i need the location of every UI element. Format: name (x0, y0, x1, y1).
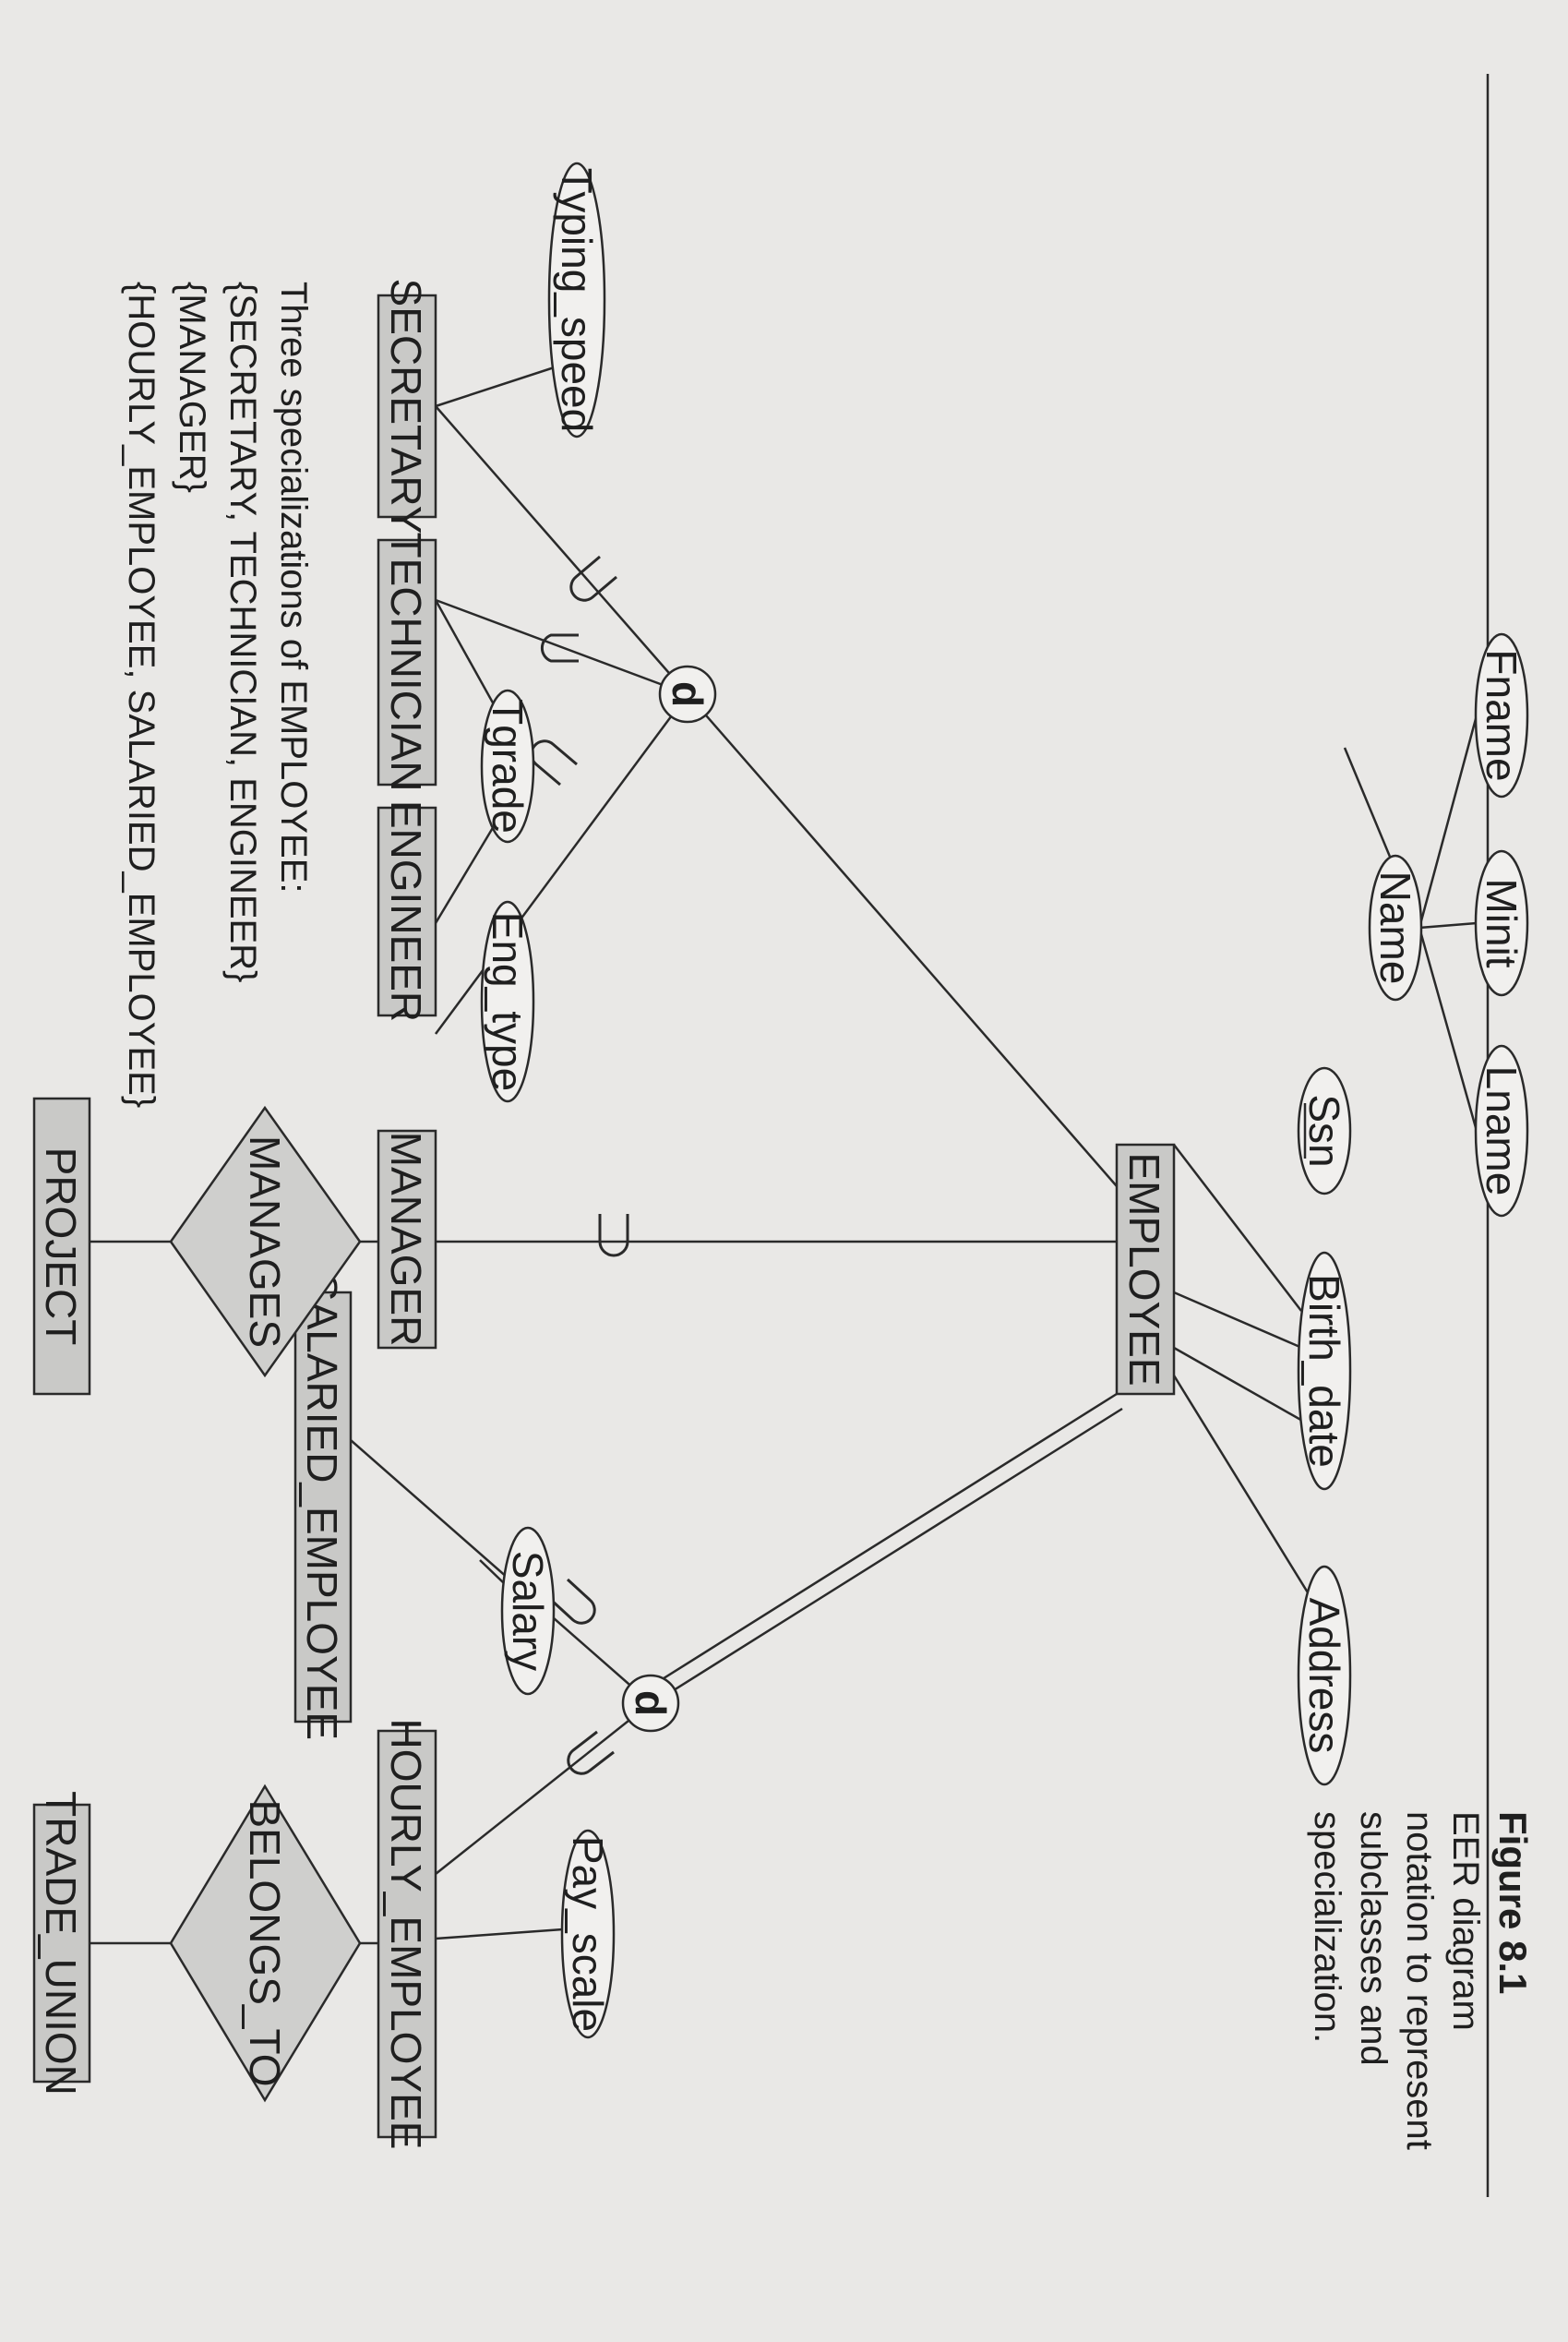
attribute-typing-speed: Typing_speed (547, 162, 606, 438)
specialization-circle-job: d (658, 665, 717, 724)
svg-text:d: d (664, 681, 712, 707)
entity-engineer: ENGINEER (377, 800, 437, 1022)
attribute-tgrade: Tgrade (480, 689, 535, 844)
svg-text:TRADE_UNION: TRADE_UNION (37, 1791, 85, 2096)
svg-text:Lname: Lname (1478, 1066, 1526, 1196)
svg-text:Minit: Minit (1478, 878, 1526, 967)
attribute-eng-type: Eng_type (480, 900, 535, 1103)
caption-line-1: EER diagram (1445, 1811, 1486, 2031)
svg-text:Eng_type: Eng_type (484, 912, 532, 1091)
relationship-manages: MANAGES (169, 1105, 362, 1378)
entity-manager: MANAGER (377, 1129, 437, 1350)
svg-text:Pay_scale: Pay_scale (564, 1836, 612, 2032)
figure-caption: Figure 8.1 EER diagram notation to repre… (1307, 1811, 1535, 2150)
caption-line-4: specialization. (1307, 1811, 1347, 2043)
entity-technician: TECHNICIAN (377, 532, 437, 792)
entity-secretary: SECRETARY (377, 279, 437, 534)
svg-text:BELONGS_TO: BELONGS_TO (241, 1799, 289, 2086)
relationship-belongs-to: BELONGS_TO (169, 1784, 362, 2103)
caption-line-2: notation to represent (1399, 1811, 1440, 2150)
entity-salaried-employee: SALARIED_EMPLOYEE (293, 1273, 353, 1740)
svg-text:MANAGES: MANAGES (241, 1135, 289, 1348)
svg-text:PROJECT: PROJECT (37, 1147, 85, 1346)
svg-text:d: d (627, 1690, 675, 1716)
svg-text:Name: Name (1371, 871, 1419, 985)
attribute-pay-scale: Pay_scale (560, 1829, 616, 2039)
caption-line-3: subclasses and (1353, 1811, 1394, 2066)
attribute-salary: Salary (500, 1526, 556, 1696)
svg-text:Ssn: Ssn (1300, 1094, 1348, 1167)
svg-text:Tgrade: Tgrade (484, 699, 532, 834)
attribute-fname: Fname (1474, 632, 1529, 799)
svg-text:SALARIED_EMPLOYEE: SALARIED_EMPLOYEE (298, 1273, 346, 1740)
note-line-3: {MANAGER} (172, 282, 212, 493)
attribute-ssn: Ssn (1297, 1066, 1352, 1195)
svg-text:Fname: Fname (1478, 649, 1526, 781)
note-line-2: {SECRETARY, TECHNICIAN, ENGINEER} (222, 282, 263, 982)
attribute-lname: Lname (1474, 1044, 1529, 1218)
svg-text:Typing_speed: Typing_speed (553, 168, 601, 432)
svg-text:HOURLY_EMPLOYEE: HOURLY_EMPLOYEE (382, 1719, 430, 2150)
attribute-address: Address (1297, 1565, 1352, 1786)
subset-symbols (530, 555, 629, 1775)
entity-hourly-employee: HOURLY_EMPLOYEE (377, 1719, 437, 2150)
specializations-note: Three specializations of EMPLOYEE: {SECR… (121, 282, 314, 1108)
entity-trade-union: TRADE_UNION (32, 1791, 91, 2096)
note-line-1: Three specializations of EMPLOYEE: (273, 282, 314, 894)
specialization-circle-pay: d (621, 1674, 680, 1733)
svg-text:TECHNICIAN: TECHNICIAN (382, 532, 430, 791)
svg-text:MANAGER: MANAGER (382, 1132, 430, 1347)
svg-text:Salary: Salary (504, 1551, 552, 1671)
attribute-birth-date: Birth_date (1297, 1251, 1352, 1491)
attribute-minit: Minit (1474, 849, 1529, 997)
note-line-4: {HOURLY_EMPLOYEE, SALARIED_EMPLOYEE} (121, 282, 162, 1108)
figure-number: Figure 8.1 (1491, 1811, 1535, 1994)
entity-employee: EMPLOYEE (1115, 1143, 1176, 1396)
svg-text:SECRETARY: SECRETARY (382, 279, 430, 534)
svg-text:Birth_date: Birth_date (1300, 1274, 1348, 1468)
svg-text:Address: Address (1300, 1598, 1348, 1754)
svg-text:ENGINEER: ENGINEER (382, 800, 430, 1022)
attribute-name: Name (1368, 854, 1423, 1002)
entity-project: PROJECT (32, 1097, 91, 1396)
svg-text:EMPLOYEE: EMPLOYEE (1120, 1152, 1168, 1386)
